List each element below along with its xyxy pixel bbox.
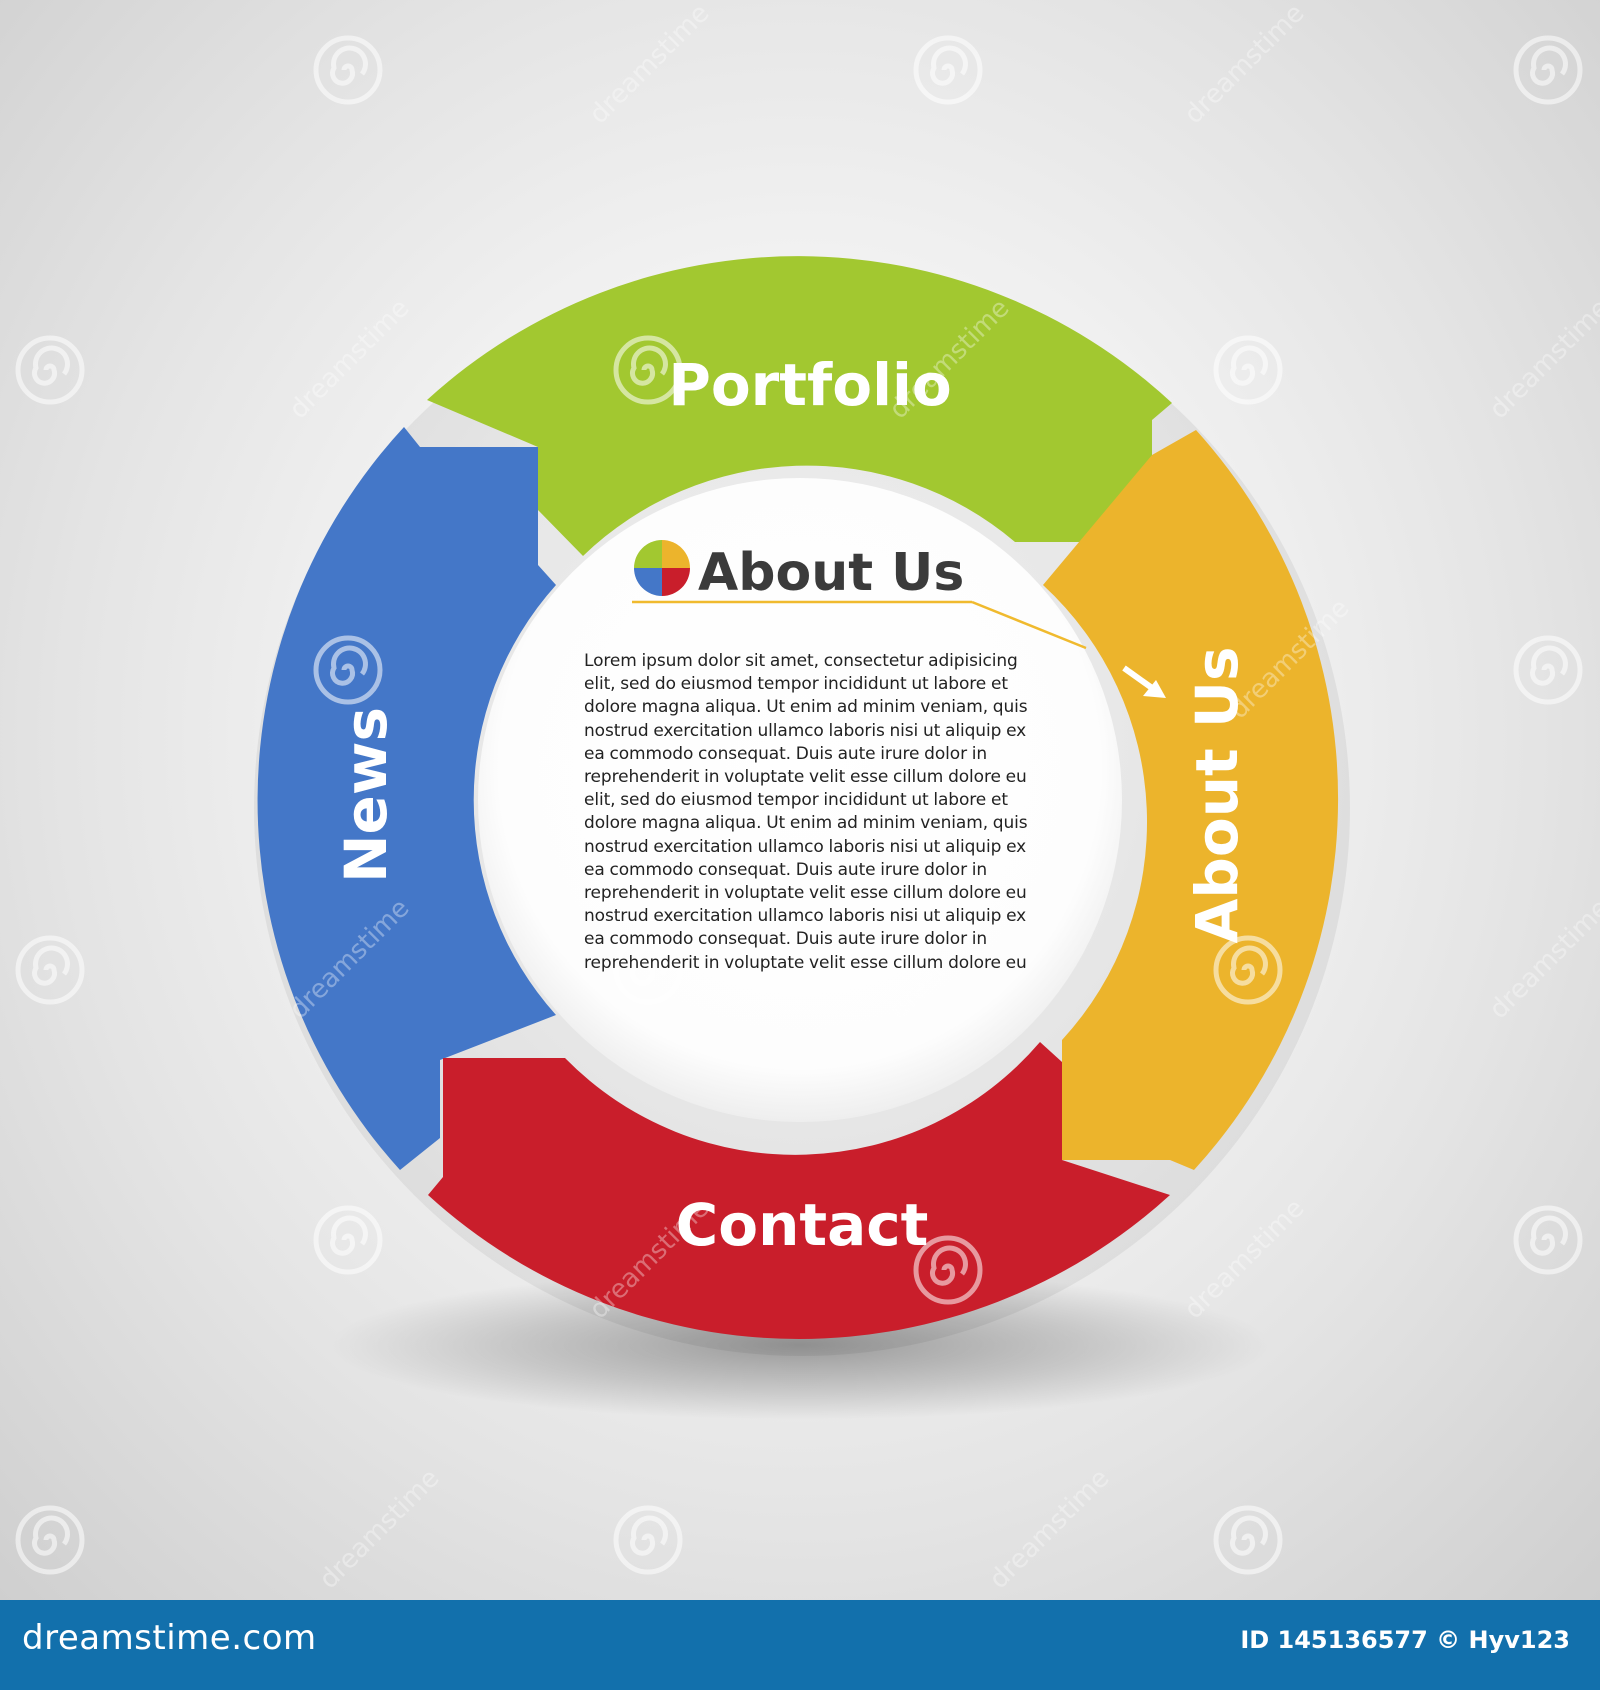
heading-underline-arrow (632, 600, 1166, 698)
body-text-line: dolore magna aliqua. Ut enim ad minim ve… (584, 813, 1028, 834)
footer-brand[interactable]: dreamstime.com (22, 1618, 317, 1658)
svg-text:dreamstime: dreamstime (984, 1463, 1116, 1595)
segment-label-about-us: About Us (1183, 646, 1251, 943)
body-text-line: dolore magna aliqua. Ut enim ad minim ve… (584, 697, 1028, 718)
body-text-line: nostrud exercitation ullamco laboris nis… (584, 720, 1027, 741)
ground-shadow (330, 1270, 1270, 1420)
body-text-line: nostrud exercitation ullamco laboris nis… (584, 836, 1027, 857)
svg-text:dreamstime: dreamstime (284, 293, 416, 425)
segment-news[interactable] (257, 427, 556, 1170)
svg-text:dreamstime: dreamstime (1484, 893, 1600, 1025)
body-text-line: reprehenderit in voluptate velit esse ci… (584, 883, 1027, 904)
center-heading: About Us (698, 543, 964, 603)
segment-about-us[interactable] (1043, 430, 1339, 1170)
body-text-line: ea commodo consequat. Duis aute irure do… (584, 859, 988, 880)
segment-label-contact: Contact (676, 1191, 929, 1259)
body-text-line: Lorem ipsum dolor sit amet, consectetur … (584, 651, 1018, 671)
body-text-line: ea commodo consequat. Duis aute irure do… (584, 929, 988, 950)
body-text-line: reprehenderit in voluptate velit esse ci… (584, 952, 1027, 973)
footer-image-id: ID 145136577 © Hyv123 (1240, 1626, 1570, 1654)
segment-portfolio[interactable] (427, 256, 1172, 556)
svg-text:dreamstime: dreamstime (1179, 0, 1311, 130)
body-text-line: ea commodo consequat. Duis aute irure do… (584, 743, 988, 764)
body-text-line: nostrud exercitation ullamco laboris nis… (584, 906, 1027, 927)
segment-label-news: News (332, 707, 400, 883)
body-text-line: elit, sed do eiusmod tempor incididunt u… (584, 674, 1008, 695)
body-text-line: reprehenderit in voluptate velit esse ci… (584, 767, 1027, 788)
body-text-line: elit, sed do eiusmod tempor incididunt u… (584, 790, 1008, 811)
svg-text:dreamstime: dreamstime (1484, 293, 1600, 425)
segment-contact[interactable] (428, 1042, 1170, 1339)
circular-diagram: Portfolio Contact News About Us About Us (0, 0, 1600, 1595)
segment-label-portfolio: Portfolio (668, 351, 951, 419)
center-body-text: Lorem ipsum dolor sit amet, consectetur … (584, 650, 1034, 975)
footer-bar: dreamstime.com ID 145136577 © Hyv123 (0, 1600, 1600, 1690)
pie-chart-icon (634, 540, 690, 596)
svg-text:dreamstime: dreamstime (1179, 1193, 1311, 1325)
svg-text:dreamstime: dreamstime (314, 1463, 446, 1595)
svg-text:dreamstime: dreamstime (584, 0, 716, 130)
center-circle (478, 478, 1122, 1122)
